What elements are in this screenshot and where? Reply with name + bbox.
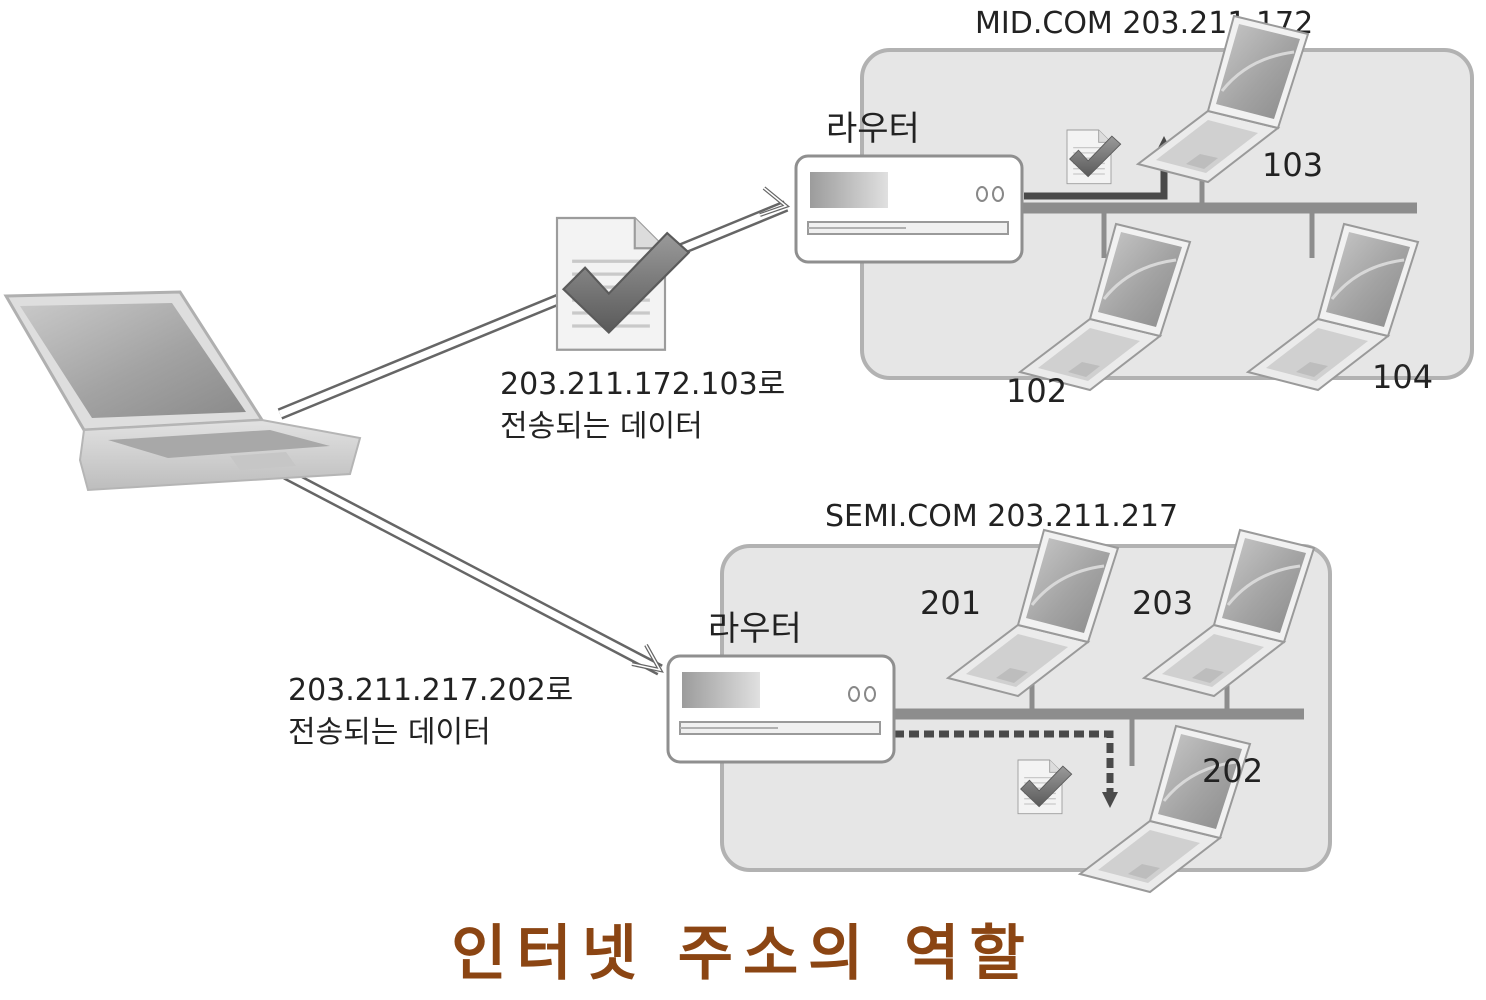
to-semi-desc-label: 전송되는 데이터 bbox=[288, 715, 491, 750]
host-203-label: 203 bbox=[1132, 584, 1193, 622]
packet-doc-icon-large bbox=[555, 216, 691, 352]
to-mid-desc-label: 전송되는 데이터 bbox=[500, 409, 703, 444]
semi-router-icon bbox=[666, 654, 896, 764]
host-104-label: 104 bbox=[1372, 358, 1433, 396]
host-102-label: 102 bbox=[1006, 372, 1067, 410]
semi-delivery-arrow bbox=[894, 730, 1118, 808]
to-mid-address-label: 203.211.172.103로 bbox=[500, 367, 785, 402]
to-semi-address-label: 203.211.217.202로 bbox=[288, 673, 573, 708]
host-103-label: 103 bbox=[1262, 146, 1323, 184]
arrow-to-mid bbox=[277, 186, 791, 420]
arrow-to-semi bbox=[283, 468, 664, 676]
host-202-label: 202 bbox=[1202, 752, 1263, 790]
mid-router-icon bbox=[794, 154, 1024, 264]
mid-router-label: 라우터 bbox=[826, 109, 920, 149]
diagram-caption: 인터넷 주소의 역할 bbox=[451, 919, 1035, 989]
mid-network-bus bbox=[1020, 166, 1417, 258]
semi-network-title: SEMI.COM 203.211.217 bbox=[825, 499, 1178, 534]
sender-laptop-icon bbox=[3, 290, 362, 492]
semi-router-label: 라우터 bbox=[708, 609, 802, 649]
host-201-label: 201 bbox=[920, 584, 981, 622]
